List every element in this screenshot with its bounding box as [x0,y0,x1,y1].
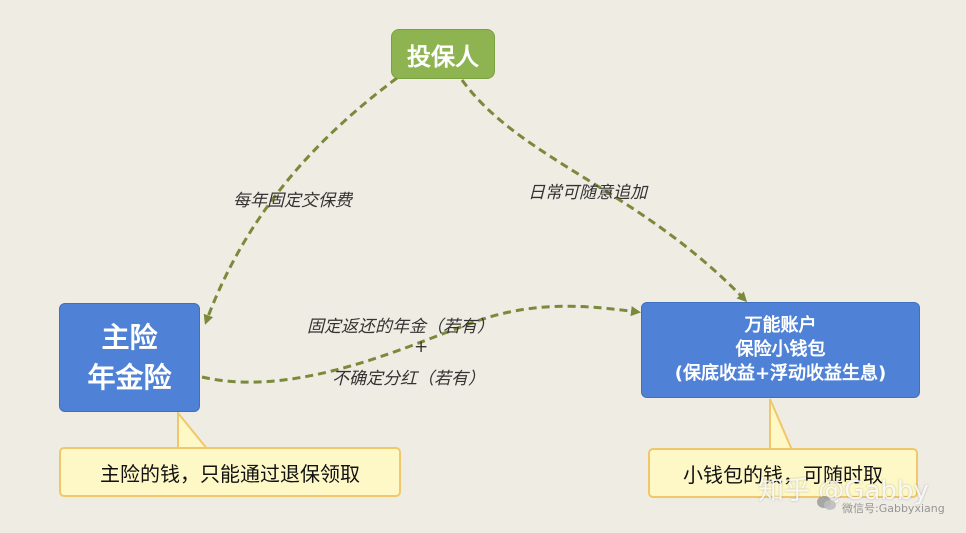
edge-label-annuity: 固定返还的年金（若有） [307,317,494,337]
arrow-investor-to-universal [460,79,748,303]
investor-node: 投保人 [391,29,495,79]
callout-small-wallet: 小钱包的钱，可随时取 [648,448,918,498]
arrow-investor-to-main [203,76,398,325]
edge-label-dividend: 不确定分红（若有） [332,369,485,389]
wechat-icon [817,496,836,510]
universal-account-line1: 万能账户 [744,315,817,336]
investor-label: 投保人 [407,42,479,71]
callout-main-insurance-text: 主险的钱，只能通过退保领取 [100,461,360,486]
universal-account-line3: (保底收益+浮动收益生息) [674,363,887,384]
main-insurance-node: 主险 年金险 [59,303,200,412]
watermark-wechat-id: 微信号:Gabbyxiang [842,502,945,515]
edge-label-add: 日常可随意追加 [528,183,647,203]
edge-label-premium: 每年固定交保费 [233,191,352,211]
arrow-main-to-universal [201,304,641,384]
watermark-zhihu: 知乎 @Gabby [758,476,929,506]
main-insurance-line2: 年金险 [87,360,172,394]
main-insurance-line1: 主险 [101,320,158,354]
callout-small-wallet-text: 小钱包的钱，可随时取 [683,462,883,487]
callout-right-pointer [769,398,794,451]
callout-main-insurance: 主险的钱，只能通过退保领取 [59,447,401,497]
universal-account-node: 万能账户 保险小钱包 (保底收益+浮动收益生息) [641,302,920,398]
edge-label-plus: + [414,337,429,357]
universal-account-line2: 保险小钱包 [735,339,826,360]
callout-left-pointer [177,410,211,451]
